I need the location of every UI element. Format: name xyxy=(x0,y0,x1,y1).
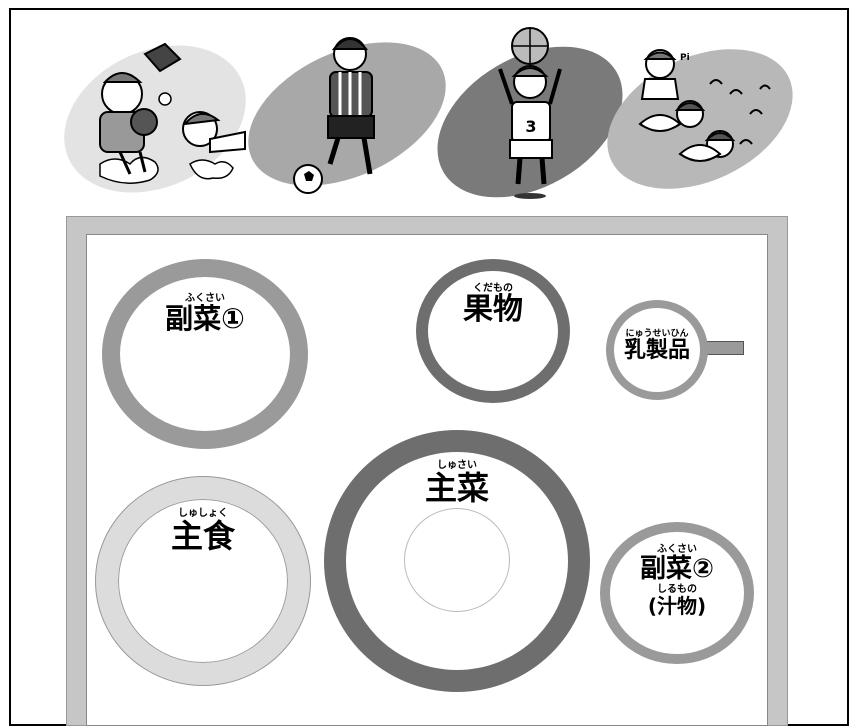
dish-side-1-name: 副菜① xyxy=(165,302,245,335)
sports-illustrations: 3 Pi xyxy=(64,27,793,199)
dish-side-2-name: 副菜② xyxy=(639,554,714,584)
swimming-scene: Pi xyxy=(607,49,793,189)
dish-staple-reading: しゅしょく xyxy=(178,508,228,519)
dish-side-1-label: ふくさい 副菜① xyxy=(150,293,260,333)
dish-side-2-label: ふくさい 副菜② しるもの (汁物) xyxy=(612,544,742,616)
basketball-scene: 3 xyxy=(437,27,623,199)
soccer-scene xyxy=(248,37,446,194)
dish-main-name: 主菜 xyxy=(424,469,489,507)
svg-text:Pi: Pi xyxy=(680,53,690,63)
svg-text:3: 3 xyxy=(525,117,536,136)
baseball-scene xyxy=(64,42,246,193)
dish-fruit xyxy=(416,259,570,403)
dish-main-reading: しゅさい xyxy=(437,460,477,471)
dish-main-label: しゅさい 主菜 xyxy=(395,460,519,504)
dish-dairy-reading: にゅうせいひん xyxy=(625,329,689,339)
dish-dairy-label: にゅうせいひん 乳製品 xyxy=(606,328,708,362)
dish-side-2 xyxy=(600,522,754,664)
dish-side-1-reading: ふくさい xyxy=(185,293,225,304)
dish-side-2-reading: ふくさい xyxy=(657,544,697,555)
dish-fruit-name: 果物 xyxy=(463,292,523,327)
dish-side-2-sub-reading: しるもの xyxy=(657,584,697,595)
dish-side-2-sub-name: (汁物) xyxy=(647,594,707,618)
dish-main-inner xyxy=(404,508,510,612)
dish-dairy-name: 乳製品 xyxy=(623,338,690,363)
dish-fruit-reading: くだもの xyxy=(473,283,513,294)
dish-fruit-label: くだもの 果物 xyxy=(443,283,543,325)
dish-staple-label: しゅしょく 主食 xyxy=(140,508,266,552)
dish-side-1 xyxy=(102,259,308,449)
dish-dairy xyxy=(606,300,708,400)
dish-staple-name: 主食 xyxy=(170,517,235,555)
